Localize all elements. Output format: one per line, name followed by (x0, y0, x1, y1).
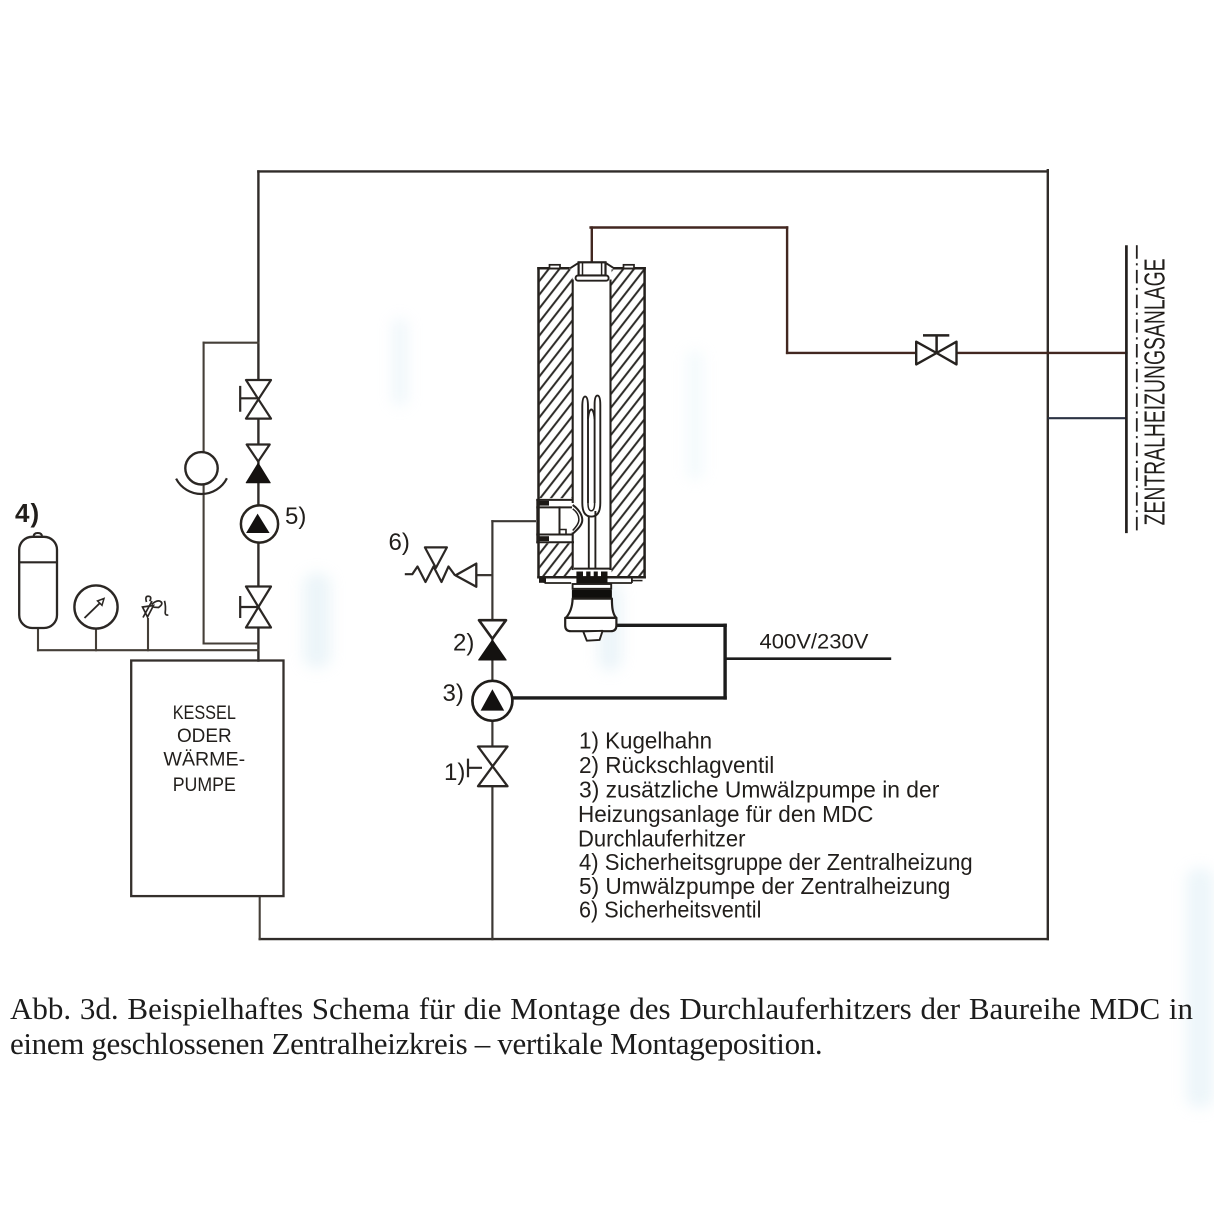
svg-text:KESSEL: KESSEL (173, 702, 236, 724)
svg-text:2): 2) (453, 630, 474, 657)
svg-text:ODER: ODER (177, 725, 232, 747)
svg-text:1) Kugelhahn: 1) Kugelhahn (579, 728, 712, 754)
svg-text:5): 5) (285, 503, 306, 530)
svg-text:Heizungsanlage für den MDC: Heizungsanlage für den MDC (578, 801, 873, 827)
svg-text:400V/230V: 400V/230V (760, 630, 870, 654)
svg-text:5) Umwälzpumpe der Zentralheiz: 5) Umwälzpumpe der Zentralheizung (579, 873, 950, 899)
svg-text:3): 3) (443, 680, 464, 707)
svg-text:WÄRME-: WÄRME- (163, 748, 245, 770)
svg-text:ZENTRALHEIZUNGSANLAGE: ZENTRALHEIZUNGSANLAGE (1140, 258, 1172, 525)
svg-text:4) Sicherheitsgruppe der Zentr: 4) Sicherheitsgruppe der Zentralheizung (579, 849, 973, 875)
svg-text:PUMPE: PUMPE (173, 774, 236, 796)
svg-text:Durchlauferhitzer: Durchlauferhitzer (578, 825, 746, 851)
svg-text:6) Sicherheitsventil: 6) Sicherheitsventil (579, 897, 761, 923)
svg-text:4): 4) (15, 498, 40, 528)
svg-text:3) zusätzliche Umwälzpumpe in: 3) zusätzliche Umwälzpumpe in der (579, 776, 940, 802)
svg-text:6): 6) (389, 529, 410, 556)
svg-text:1): 1) (444, 759, 465, 786)
svg-text:2) Rückschlagventil: 2) Rückschlagventil (579, 752, 774, 778)
